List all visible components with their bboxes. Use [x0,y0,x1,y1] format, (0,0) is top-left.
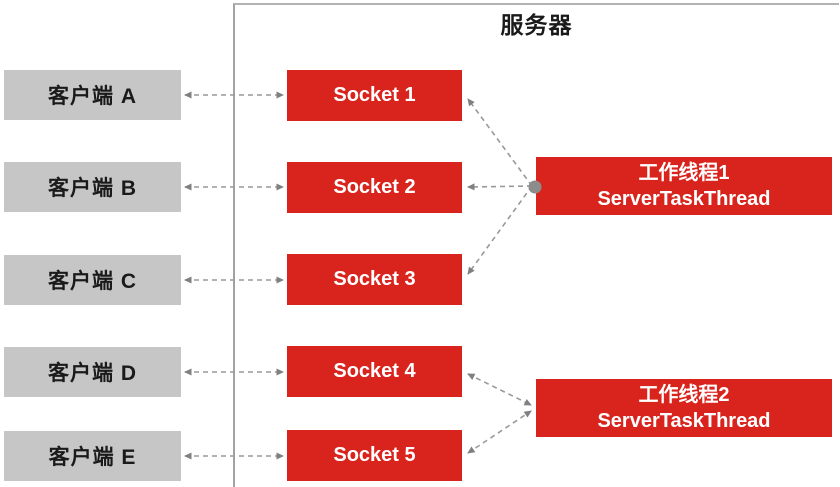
client-box-e: 客户端 E [4,431,181,481]
worker-thread-1-title: 工作线程1 [638,161,730,184]
client-box-d: 客户端 D [4,347,181,397]
worker-thread-box-2: 工作线程2 ServerTaskThread [536,379,832,437]
worker-thread-1-classname: ServerTaskThread [597,188,771,210]
socket-box-3: Socket 3 [287,254,462,305]
worker-thread-box-1: 工作线程1 ServerTaskThread [536,157,832,215]
worker-thread-2-title: 工作线程2 [638,383,730,406]
server-title: 服务器 [500,12,573,38]
client-box-b: 客户端 B [4,162,181,212]
worker-thread-2-classname: ServerTaskThread [597,410,771,432]
server-frame [233,3,839,487]
socket-box-5: Socket 5 [287,430,462,481]
socket-box-4: Socket 4 [287,346,462,397]
socket-box-2: Socket 2 [287,162,462,213]
socket-box-1: Socket 1 [287,70,462,121]
client-box-c: 客户端 C [4,255,181,305]
client-box-a: 客户端 A [4,70,181,120]
